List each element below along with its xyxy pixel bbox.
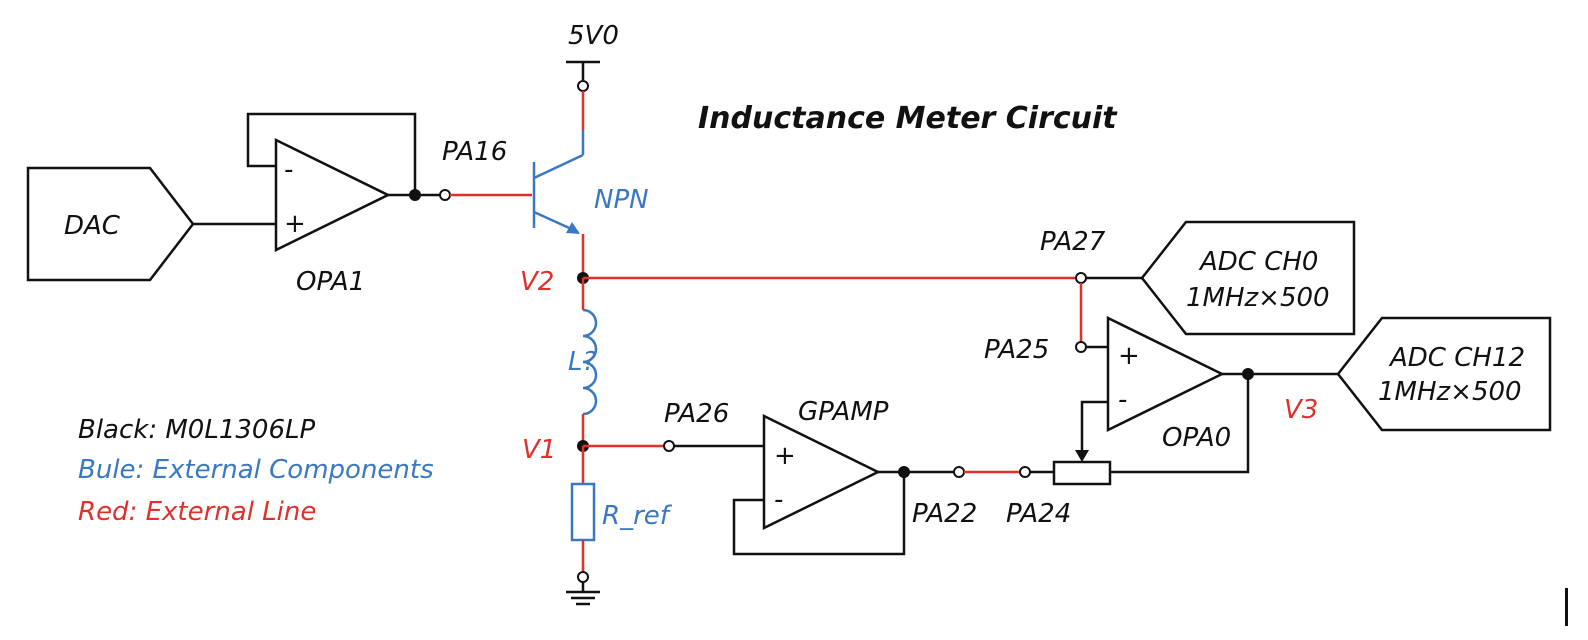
v3-label: V3 [1284,395,1318,425]
supply-label: 5V0 [568,21,619,51]
inductor: L? [568,278,598,446]
reference-resistor: R_ref [566,482,673,606]
npn-transistor: NPN [532,130,649,278]
opa0-opamp: + - OPA0 [1106,315,1338,453]
pa26-label: PA26 [664,399,729,429]
adc-ch12-block: ADC CH12 1MHz×500 [1336,316,1552,432]
inductor-label: L? [568,347,596,377]
supply-pin [577,80,589,92]
opa1-plus: + [284,209,306,239]
v1-label: V1 [522,435,556,465]
pin-pa25: PA25 [984,335,1108,365]
diagram-title: Inductance Meter Circuit [698,101,1118,136]
gpamp-label: GPAMP [798,397,889,427]
resistor-label: R_ref [602,501,673,531]
v2-label: V2 [520,267,554,297]
pin-pa16: PA16 [439,137,532,201]
pin-pa22: PA22 [912,466,1020,529]
adc0-line2: 1MHz×500 [1186,283,1330,313]
adc12-line1: ADC CH12 [1388,343,1525,373]
dac-block: DAC [26,166,276,282]
potentiometer [1052,374,1250,486]
gpamp-minus: - [774,485,783,515]
pa24-label: PA24 [1006,499,1071,529]
pin-pa26: PA26 [663,399,764,452]
pa16-label: PA16 [442,137,507,167]
pin-pa27: PA27 [1040,227,1142,342]
supply-5v0: 5V0 [566,21,619,130]
opa1-label: OPA1 [296,267,365,297]
opa0-label: OPA0 [1162,423,1231,453]
pa22-label: PA22 [912,499,977,529]
legend-blue: Bule: External Components [78,455,434,485]
legend-black: Black: M0L1306LP [78,415,315,445]
node-v1: V1 [522,435,664,484]
gpamp-plus: + [774,441,796,471]
gpamp-opamp: + - GPAMP [732,397,954,556]
pa27-label: PA27 [1040,227,1106,257]
opa0-plus: + [1118,341,1140,371]
pin-pa24: PA24 [1006,466,1071,529]
pa25-label: PA25 [984,335,1049,365]
adc-ch0-block: ADC CH0 1MHz×500 [1140,220,1356,336]
adc12-line2: 1MHz×500 [1378,377,1522,407]
legend-red: Red: External Line [78,497,316,527]
legend: Black: M0L1306LP Bule: External Componen… [78,415,434,527]
opa1-output-junction [409,189,421,201]
node-v2: V2 [520,267,1076,297]
opa0-minus: - [1118,385,1127,415]
npn-label: NPN [594,185,649,215]
dac-label: DAC [64,211,121,241]
adc0-line1: ADC CH0 [1198,247,1318,277]
opa1-opamp: - + OPA1 [246,112,440,297]
edge-divider [1565,588,1568,626]
opa1-minus: - [284,155,293,185]
